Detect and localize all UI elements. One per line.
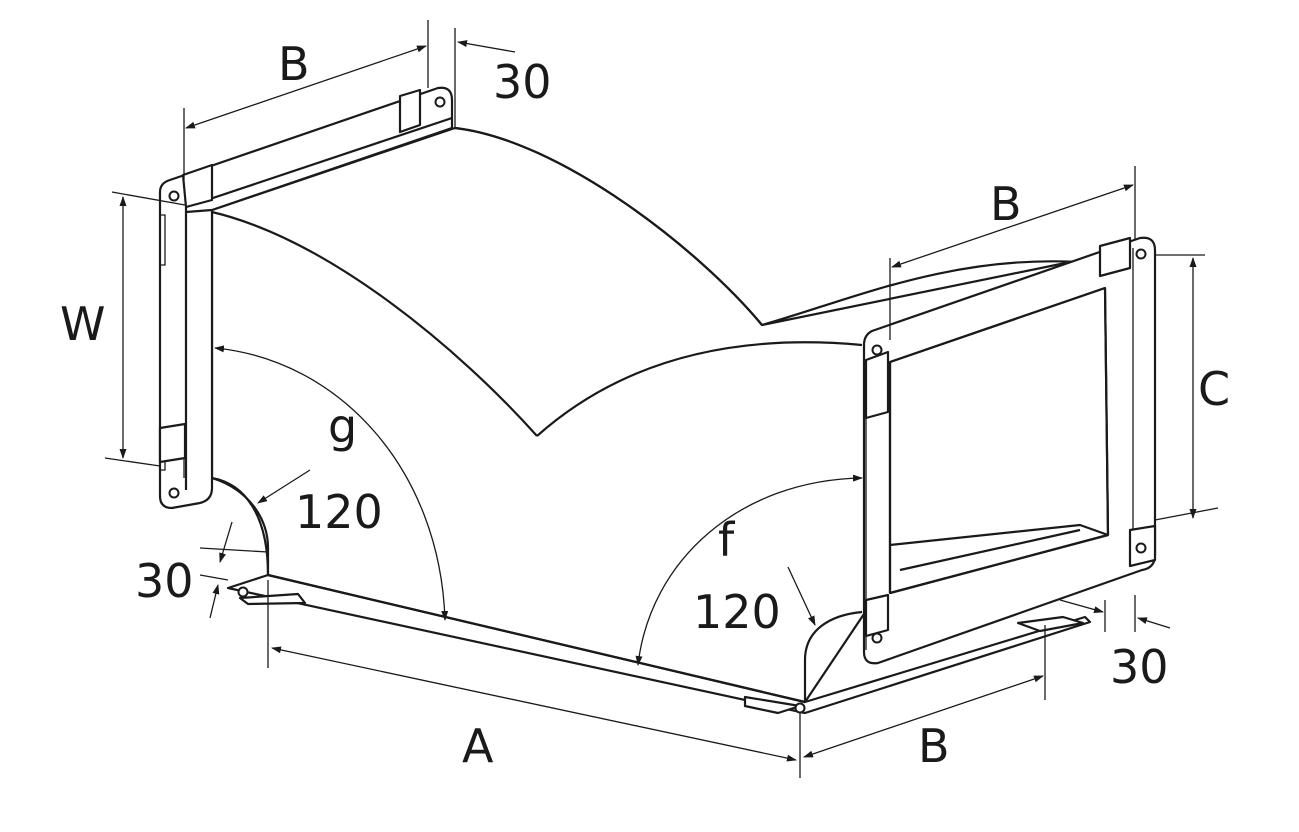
bolt-hole — [794, 702, 806, 714]
dim-label-left-30: 30 — [135, 554, 194, 608]
bolt-hole — [1135, 542, 1147, 554]
bolt-hole — [168, 190, 180, 202]
dimension-lines — [104, 20, 1219, 778]
right-flange — [862, 236, 1157, 665]
bolt-hole — [168, 487, 180, 499]
dim-label-w: W — [60, 297, 105, 351]
bolt-hole — [871, 632, 883, 644]
bolt-hole — [237, 586, 249, 598]
dim-label-f: f — [718, 513, 736, 567]
dim-label-top-30: 30 — [493, 55, 552, 109]
dim-label-right-30: 30 — [1110, 640, 1169, 694]
dim-label-right-120: 120 — [693, 585, 781, 639]
bolt-hole — [871, 344, 883, 356]
dim-label-g: g — [328, 399, 357, 453]
dim-label-right-b: B — [990, 177, 1022, 231]
dim-label-a: A — [462, 719, 494, 773]
bolt-hole — [1135, 248, 1147, 260]
dim-label-c: C — [1198, 362, 1230, 416]
dim-label-top-b: B — [278, 37, 310, 91]
dim-label-bottom-b: B — [918, 719, 950, 773]
dim-label-left-120: 120 — [295, 485, 383, 539]
bolt-hole — [434, 96, 446, 108]
